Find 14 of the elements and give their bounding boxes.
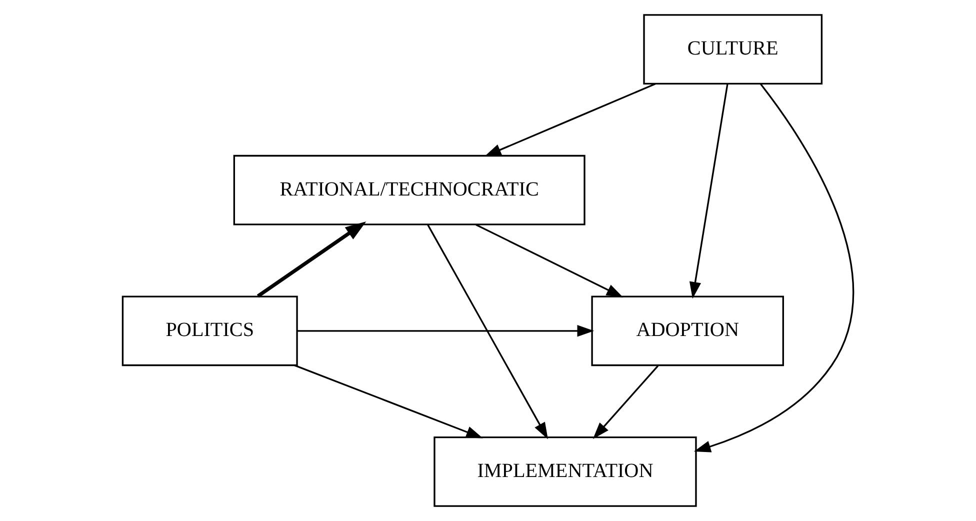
arrow (256, 222, 366, 298)
node-box: IMPLEMENTATION (434, 436, 697, 507)
node-box: CULTURE (643, 14, 823, 84)
arrow (476, 224, 624, 298)
node-box: ADOPTION (591, 296, 784, 366)
node-box: POLITICS (122, 296, 298, 366)
arrow (694, 84, 854, 452)
arrow (294, 364, 483, 438)
arrow (689, 84, 728, 299)
node-box: RATIONAL/TECHNOCRATIC (233, 154, 586, 226)
arrow (427, 224, 548, 440)
arrow (592, 365, 659, 439)
arrow (484, 83, 656, 157)
arrow (297, 325, 594, 337)
